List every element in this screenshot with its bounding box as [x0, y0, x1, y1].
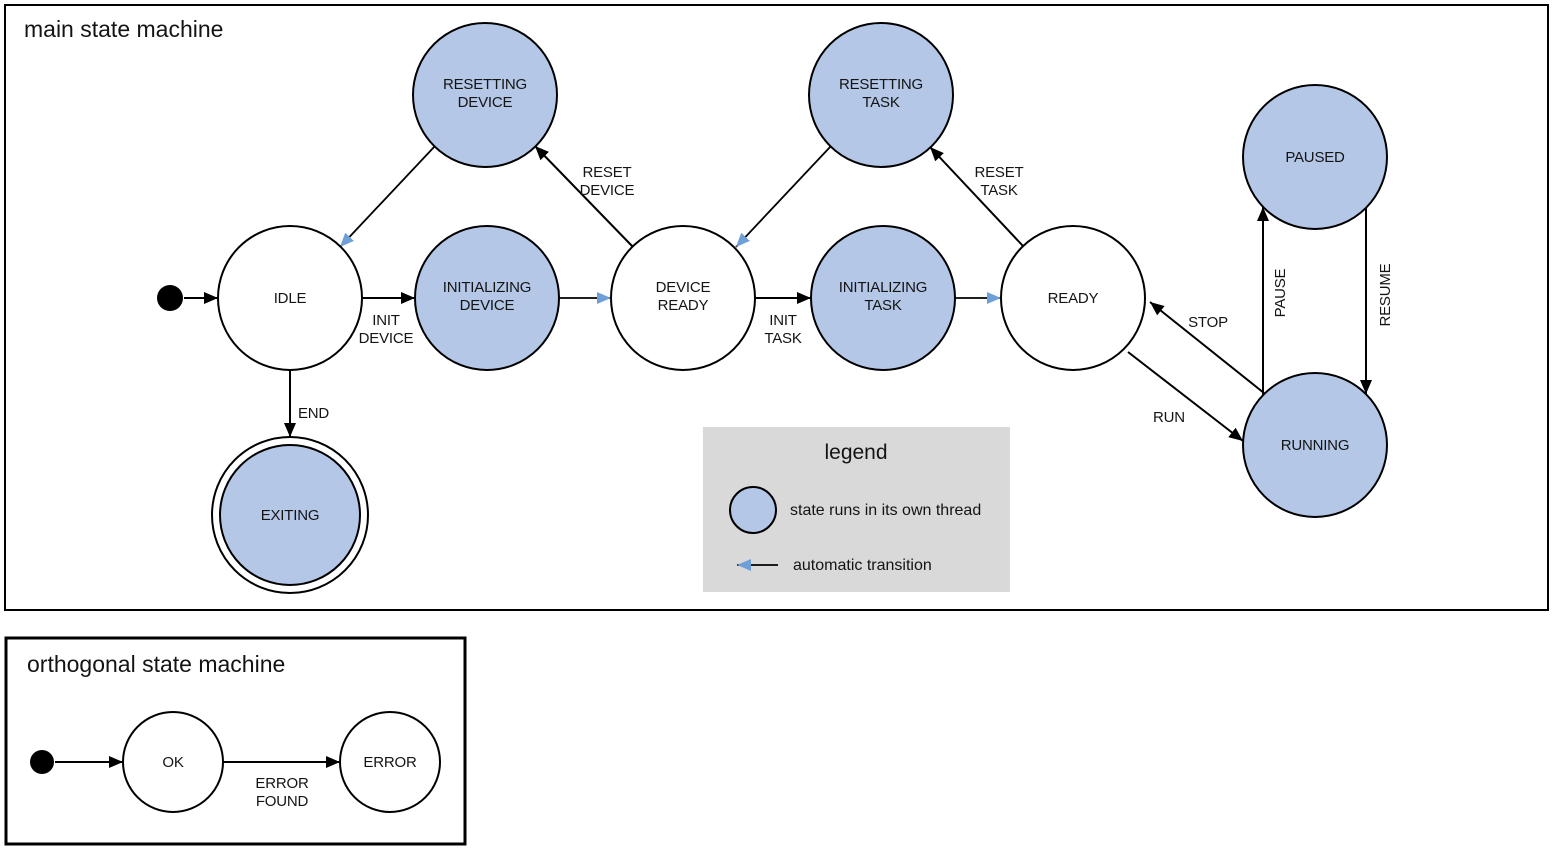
state-resetting-device-label-line1: RESETTING [443, 76, 527, 93]
orthogonal-initial-state-dot [30, 750, 54, 774]
state-ready: READY [1000, 225, 1146, 371]
state-device-ready: DEVICE READY [610, 225, 756, 371]
state-ready-label: READY [1048, 290, 1099, 307]
transition-label-init-task-line2: TASK [764, 330, 801, 347]
transition-label-reset-device-line2: DEVICE [580, 182, 635, 199]
transition-label-pause: PAUSE [1272, 268, 1289, 317]
state-paused-circle [1242, 84, 1388, 230]
state-resetting-task: RESETTING TASK [808, 22, 954, 168]
transition-label-run: RUN [1153, 409, 1185, 426]
state-initializing-task-circle [810, 225, 956, 371]
transition-auto-resetdevice-to-idle [339, 145, 436, 248]
transition-label-reset-device-line1: RESET [582, 164, 631, 181]
state-idle-circle [217, 225, 363, 371]
state-initializing-device: INITIALIZING DEVICE [414, 225, 560, 371]
state-device-ready-label-line2: READY [658, 297, 709, 314]
transition-label-init-device-line1: INIT [372, 312, 400, 329]
state-resetting-task-circle [808, 22, 954, 168]
orthogonal-machine-title: orthogonal state machine [27, 651, 285, 677]
state-running: RUNNING [1242, 372, 1388, 518]
state-resetting-task-label-line2: TASK [862, 94, 899, 111]
transition-label-reset-task-line2: TASK [980, 182, 1017, 199]
state-device-ready-circle [610, 225, 756, 371]
state-initializing-device-circle [414, 225, 560, 371]
state-exiting-inner-circle [219, 444, 361, 586]
transition-label-reset-task-line1: RESET [974, 164, 1023, 181]
state-initializing-task: INITIALIZING TASK [810, 225, 956, 371]
transition-label-stop: STOP [1188, 314, 1228, 331]
state-initializing-device-label-line1: INITIALIZING [443, 279, 531, 296]
state-resetting-device: RESETTING DEVICE [412, 22, 558, 168]
state-idle: IDLE [217, 225, 363, 371]
state-resetting-device-circle [412, 22, 558, 168]
state-paused: PAUSED [1242, 84, 1388, 230]
state-paused-label: PAUSED [1285, 149, 1345, 166]
transition-stop [1149, 301, 1265, 394]
legend-title: legend [824, 441, 887, 464]
state-ready-circle [1000, 225, 1146, 371]
transition-reset-task [929, 146, 1024, 247]
main-machine-transitions: INIT DEVICE INIT TASK RESET DEVICE RESET… [184, 145, 1394, 442]
transition-run [1127, 351, 1244, 442]
state-exiting-final: EXITING [211, 436, 369, 594]
state-running-label: RUNNING [1281, 437, 1350, 454]
state-resetting-device-label-line2: DEVICE [458, 94, 513, 111]
state-error-label: ERROR [363, 754, 417, 771]
legend-threaded-state-icon [729, 486, 777, 534]
state-resetting-task-label-line1: RESETTING [839, 76, 923, 93]
state-ok: OK [122, 711, 224, 813]
main-machine-states: IDLE RESETTING DEVICE INITIALIZING DEVIC… [157, 22, 1388, 594]
state-exiting-label: EXITING [261, 507, 320, 524]
state-idle-label: IDLE [274, 290, 307, 307]
transition-label-init-task-line1: INIT [769, 312, 797, 329]
state-device-ready-label-line1: DEVICE [656, 279, 711, 296]
state-initializing-task-label-line2: TASK [864, 297, 901, 314]
legend-threaded-state-label: state runs in its own thread [790, 502, 981, 519]
transition-label-resume: RESUME [1377, 263, 1394, 326]
state-ok-label: OK [162, 754, 183, 771]
transition-reset-device [534, 145, 634, 248]
transition-label-error-found-line1: ERROR [255, 775, 309, 792]
transition-label-error-found-line2: FOUND [256, 793, 309, 810]
state-error: ERROR [339, 711, 441, 813]
state-running-circle [1242, 372, 1388, 518]
state-initializing-device-label-line2: DEVICE [460, 297, 515, 314]
initial-state-dot [157, 285, 183, 311]
transition-label-end: END [298, 405, 329, 422]
state-error-circle [339, 711, 441, 813]
transition-auto-resettask-to-deviceready [735, 145, 832, 248]
main-machine-title: main state machine [24, 16, 223, 42]
orthogonal-machine: orthogonal state machine OK ERROR FOUND … [4, 636, 467, 846]
state-initializing-task-label-line1: INITIALIZING [839, 279, 927, 296]
legend: legend state runs in its own thread auto… [703, 427, 1010, 592]
legend-automatic-transition-label: automatic transition [793, 557, 932, 574]
transition-label-init-device-line2: DEVICE [359, 330, 414, 347]
